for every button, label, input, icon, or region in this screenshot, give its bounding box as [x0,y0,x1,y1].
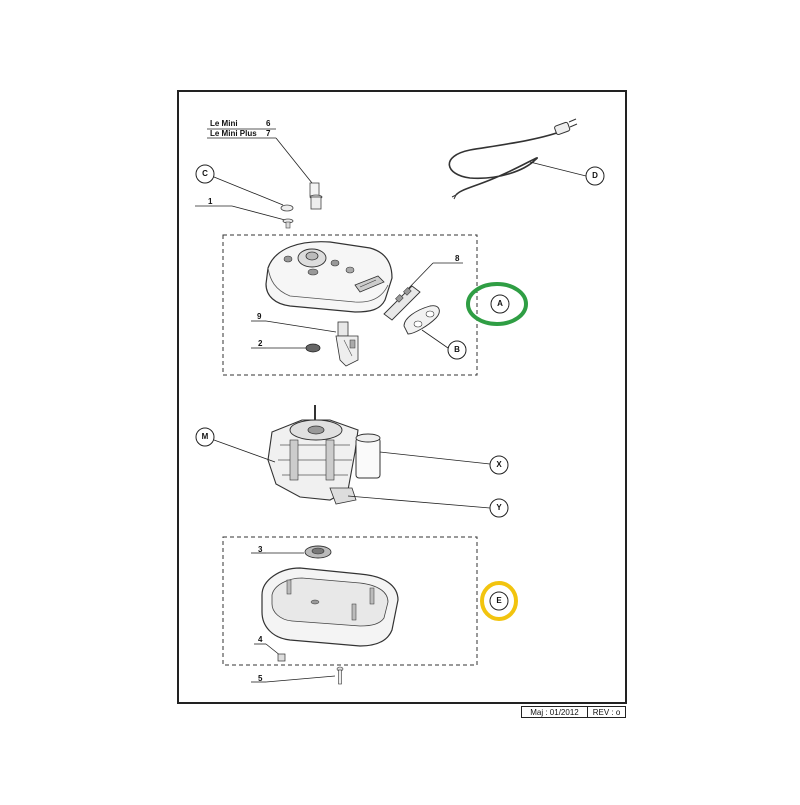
motor-assembly [267,405,359,505]
model-qty-le-mini-plus: 7 [266,129,271,138]
callout-a-circle [490,294,510,314]
callout-b-circle [447,340,467,360]
model-qty-le-mini: 6 [266,119,271,128]
grommet-part-2 [305,343,321,353]
callout-label-a: A [497,299,503,308]
callout-label-d: D [592,171,598,180]
lower-housing-base [261,567,399,647]
power-plug [554,118,578,136]
cap-part [280,204,294,212]
page-frame [177,90,627,704]
foot-part-4 [277,653,286,662]
callout-a-highlight [466,282,528,326]
callout-label-3: 3 [258,545,263,554]
connector-part-9 [335,321,359,367]
callout-x-circle [489,455,509,475]
callout-label-y: Y [496,503,502,512]
callout-label-8: 8 [455,254,460,263]
callout-label-4: 4 [258,635,263,644]
power-cable [448,129,566,196]
callout-label-m: M [201,432,209,441]
upper-housing [265,241,393,313]
lower-assembly-box [222,536,478,666]
upper-assembly-box [222,234,478,376]
grommet-part-3 [304,545,332,559]
callout-label-9: 9 [257,312,262,321]
callout-m-circle [195,427,215,447]
capacitor-part [355,433,381,479]
pin-part [309,182,323,210]
callout-c-circle [195,164,215,184]
callout-e-circle [489,591,509,611]
screw-5 [336,666,344,685]
callout-label-1: 1 [208,197,213,206]
callout-y-circle [489,498,509,518]
callout-d-circle [585,166,605,186]
callout-e-highlight [480,581,518,621]
screw-1 [282,218,294,229]
model-label-le-mini: Le Mini [210,119,238,128]
callout-label-x: X [496,460,502,469]
callout-label-e: E [496,596,502,605]
footer-date: Maj : 01/2012 [521,706,588,718]
model-label-le-mini-plus: Le Mini Plus [210,129,257,138]
callout-label-2: 2 [258,339,263,348]
model-leader [275,137,313,184]
gasket-part-b [403,305,440,335]
callout-label-b: B [454,345,460,354]
callout-label-5: 5 [258,674,263,683]
switch-part-8 [383,285,421,321]
footer-revision: REV : o [588,706,626,718]
callout-label-c: C [202,169,208,178]
